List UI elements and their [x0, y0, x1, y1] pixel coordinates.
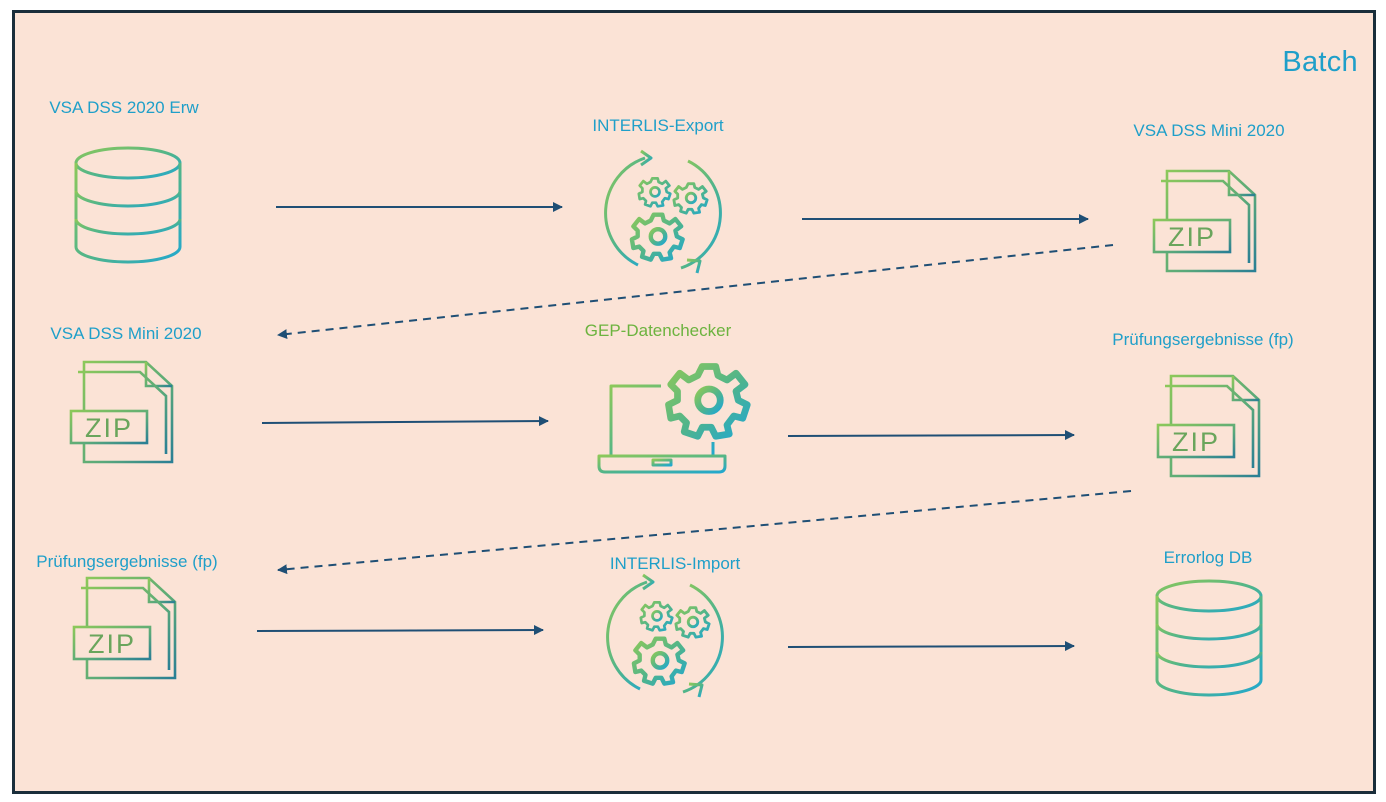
zip-file-icon: ZIP	[72, 576, 177, 680]
database-icon	[1155, 579, 1263, 697]
zip-file-icon: ZIP	[1156, 374, 1261, 478]
zip-label: ZIP	[1168, 222, 1216, 252]
node-label: VSA DSS Mini 2020	[50, 324, 202, 343]
gears-cycle-icon	[606, 573, 724, 698]
batch-title: Batch	[1282, 46, 1358, 78]
node-label: INTERLIS-Import	[609, 554, 741, 573]
node-label: VSA DSS Mini 2020	[1133, 121, 1285, 140]
zip-file-icon: ZIP	[1152, 169, 1257, 273]
node-label: INTERLIS-Export	[592, 116, 724, 135]
zip-label: ZIP	[1172, 427, 1220, 457]
node-label: Prüfungsergebnisse (fp)	[36, 552, 218, 571]
return-arrow-dashed	[277, 490, 1132, 575]
zip-label: ZIP	[85, 413, 133, 443]
zip-file-icon: ZIP	[69, 360, 174, 464]
database-icon	[74, 146, 182, 264]
node-label: Prüfungsergebnisse (fp)	[1112, 330, 1294, 349]
zip-label: ZIP	[88, 629, 136, 659]
flow-arrow	[256, 625, 544, 636]
node-label: VSA DSS 2020 Erw	[49, 98, 199, 117]
diagram-frame	[12, 10, 1376, 794]
flow-arrow	[787, 430, 1075, 441]
node-label: GEP-Datenchecker	[584, 321, 732, 340]
flow-arrow	[261, 416, 549, 427]
laptop-gear-icon	[597, 367, 747, 474]
flow-arrow	[787, 641, 1075, 652]
node-label: Errorlog DB	[1163, 548, 1253, 567]
gears-cycle-icon	[604, 149, 722, 274]
